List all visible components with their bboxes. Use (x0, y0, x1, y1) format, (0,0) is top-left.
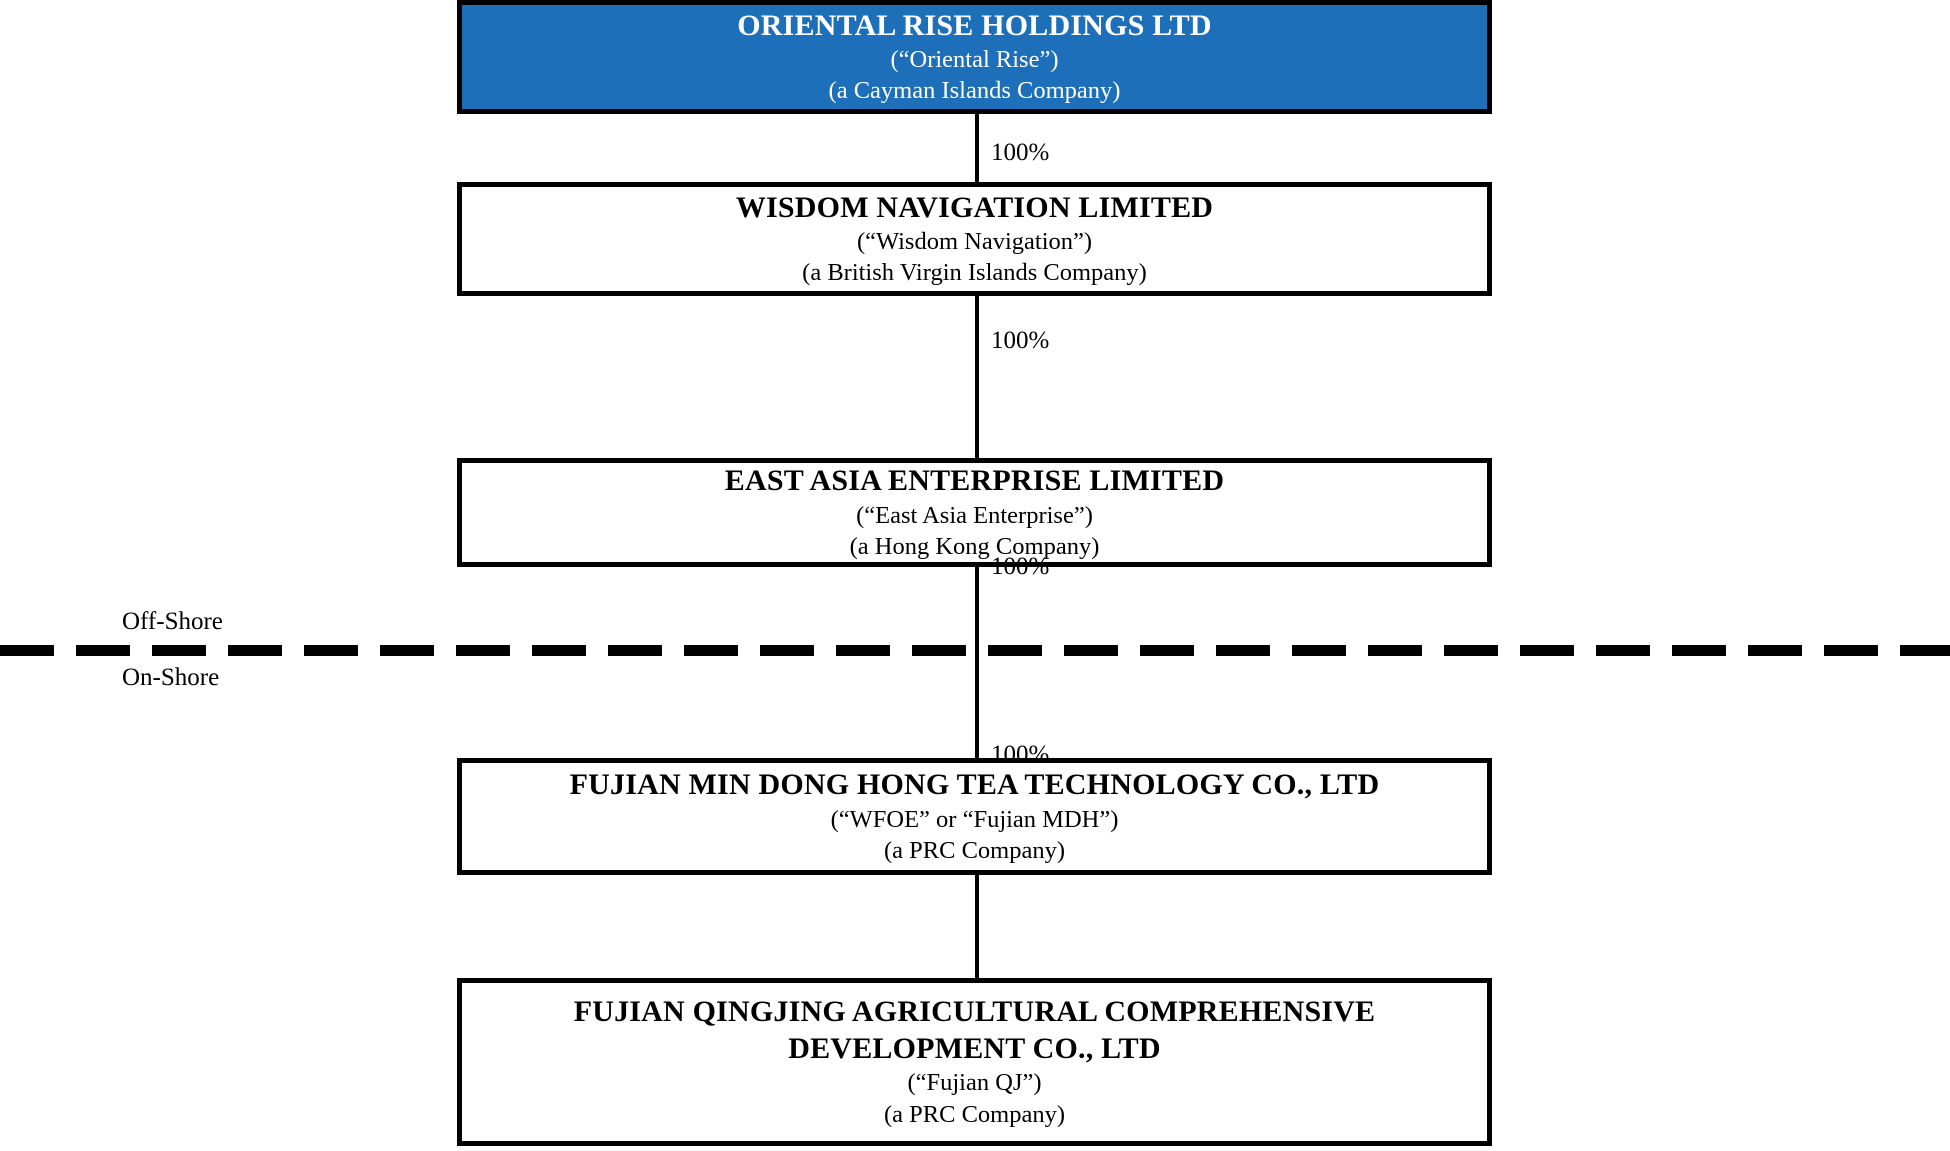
org-node-name: FUJIAN QINGJING AGRICULTURAL COMPREHENSI… (573, 995, 1376, 1065)
connector-mdh-to-qj (975, 873, 979, 980)
org-node-name: ORIENTAL RISE HOLDINGS LTD (737, 8, 1212, 42)
ownership-label-wisdom-to-eastasia: 100% (991, 327, 1050, 354)
org-node-jurisdiction: (a PRC Company) (883, 836, 1066, 864)
org-node-alias: (“Oriental Rise”) (890, 46, 1059, 74)
org-node-oriental-rise[interactable]: ORIENTAL RISE HOLDINGS LTD (“Oriental Ri… (457, 0, 1492, 114)
onshore-label: On-Shore (122, 664, 220, 691)
connector-oriental-to-wisdom (975, 112, 979, 184)
org-node-wisdom-navigation[interactable]: WISDOM NAVIGATION LIMITED (“Wisdom Navig… (457, 182, 1492, 296)
connector-eastasia-to-mdh (975, 565, 979, 760)
org-node-east-asia-enterprise[interactable]: EAST ASIA ENTERPRISE LIMITED (“East Asia… (457, 458, 1492, 567)
org-node-fujian-mdh[interactable]: FUJIAN MIN DONG HONG TEA TECHNOLOGY CO.,… (457, 758, 1492, 875)
org-node-jurisdiction: (a PRC Company) (883, 1100, 1066, 1128)
org-node-jurisdiction: (a Hong Kong Company) (849, 532, 1100, 560)
org-node-jurisdiction: (a Cayman Islands Company) (828, 77, 1121, 105)
ownership-label-mdh-to-qj: 100% (991, 741, 1050, 768)
connector-wisdom-to-eastasia (975, 294, 979, 460)
org-node-alias: (“Wisdom Navigation”) (856, 228, 1093, 256)
org-node-alias: (“Fujian QJ”) (907, 1069, 1042, 1097)
org-node-fujian-qj[interactable]: FUJIAN QINGJING AGRICULTURAL COMPREHENSI… (457, 978, 1492, 1146)
org-node-name: FUJIAN MIN DONG HONG TEA TECHNOLOGY CO.,… (569, 768, 1380, 802)
offshore-label: Off-Shore (122, 608, 223, 635)
ownership-label-oriental-to-wisdom: 100% (991, 139, 1050, 166)
org-node-alias: (“WFOE” or “Fujian MDH”) (830, 805, 1119, 833)
offshore-onshore-divider-line (0, 645, 1950, 656)
org-node-jurisdiction: (a British Virgin Islands Company) (802, 259, 1147, 287)
org-node-name: EAST ASIA ENTERPRISE LIMITED (724, 464, 1225, 498)
org-node-name: WISDOM NAVIGATION LIMITED (735, 190, 1214, 224)
org-node-alias: (“East Asia Enterprise”) (856, 501, 1093, 529)
ownership-label-eastasia-to-mdh: 100% (991, 553, 1050, 580)
